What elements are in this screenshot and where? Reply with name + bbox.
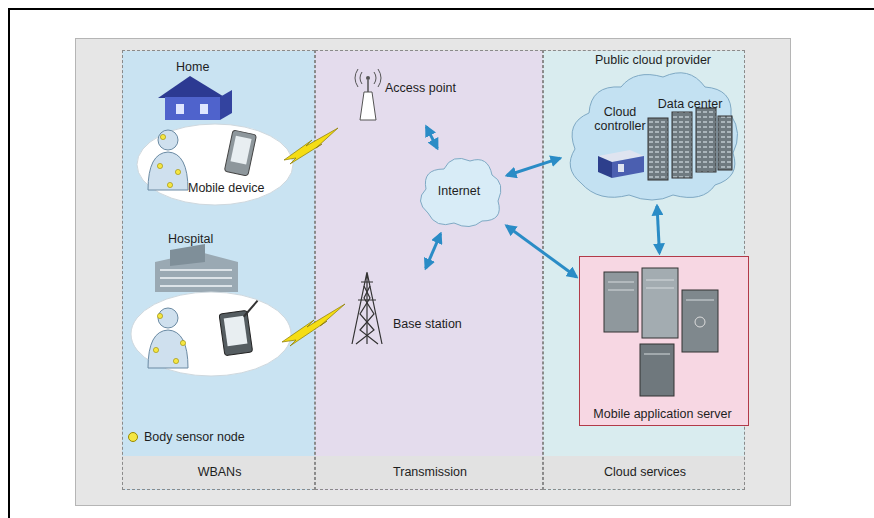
node-label: Base station [393,317,462,331]
access-point: Access point [353,69,469,124]
region-band: Cloud services Public cloud providerCloud… [543,50,745,490]
tablet-icon [224,130,256,176]
node-label: Mobile device [188,181,264,195]
base-station: Base station [347,271,471,343]
wireless-link [284,128,338,164]
region-band: Transmission Access pointBase station Inte… [315,50,543,490]
node-label: Cloud services [544,465,746,479]
legend-text: Body sensor node [144,430,245,444]
server-icon [604,268,718,396]
node-label: Public cloud provider [563,53,743,67]
node-label: Transmission [316,465,544,479]
shape-outline [563,53,743,203]
patient-ellipse: Mobile device [136,123,294,206]
access-point-icon [355,69,381,120]
link-arrow [426,127,437,149]
legend-swatch [128,432,138,442]
link-arrow [507,158,560,175]
link-arrow [657,206,659,253]
base-station-icon [352,272,382,344]
public-cloud: Public cloud providerCloud controllerDat… [563,53,743,203]
node-label: Access point [385,81,456,95]
link-arrow [506,226,576,277]
data-center-icon [648,108,732,180]
legend: Body sensor node [128,430,245,444]
place-label: Hospital [168,232,213,246]
sub-label: Data center [655,97,725,111]
region-band: WBANs Mobile device [122,50,315,490]
internet-cloud: Internet [414,151,504,231]
patient-ellipse [131,292,291,376]
sub-label: Cloud controller [587,105,653,133]
node-label: WBANs [123,465,316,479]
application-server-box: Mobile application server [579,256,749,426]
patient-icon [148,130,188,190]
wireless-link [282,304,345,346]
node-label: Mobile application server [580,407,745,421]
house-icon [158,76,232,120]
cloud-controller-icon [598,150,644,178]
node-label: Internet [414,184,504,198]
hospital-icon [155,244,238,292]
place-label: Home [176,60,209,74]
link-arrow [426,234,441,268]
